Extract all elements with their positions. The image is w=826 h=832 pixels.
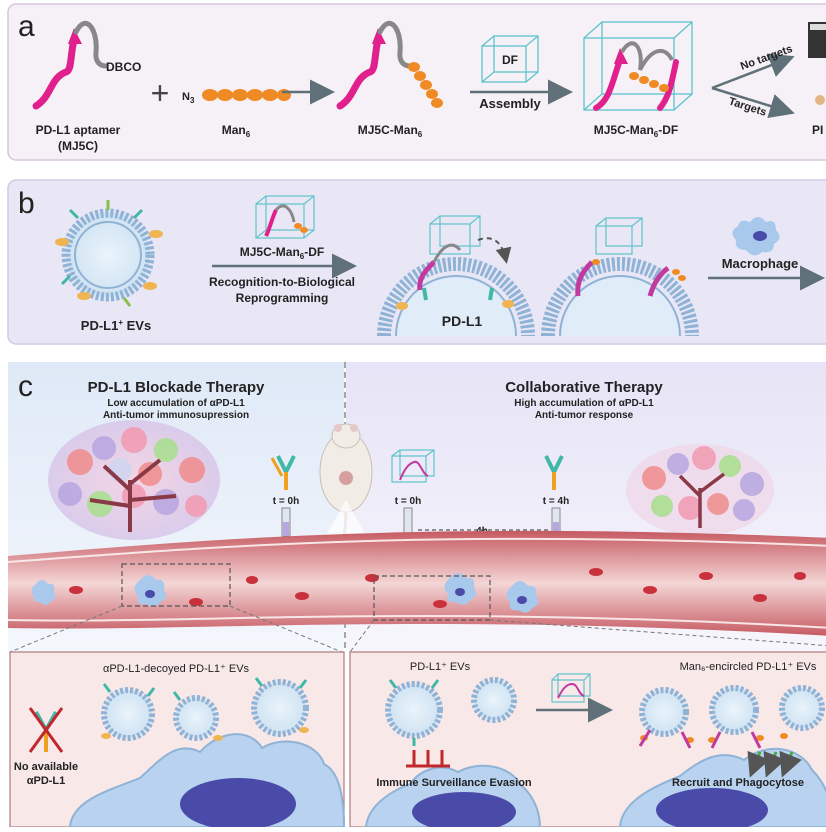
- panel-a: a DBCO PD-L1 aptamer (MJ5C) + N3 Man6 MJ…: [7, 3, 826, 161]
- n3-label: N3: [182, 91, 195, 105]
- evs-label: PD-L1+ EVs: [81, 318, 151, 333]
- antibody-left-icon: [270, 455, 296, 490]
- left-title: PD-L1 Blockade Therapy: [88, 379, 265, 396]
- df-cube-right: [391, 449, 435, 483]
- reagent-cube: [255, 195, 315, 239]
- panel-c-letter: c: [18, 370, 33, 403]
- macrophage-label: Macrophage: [722, 256, 799, 271]
- final-complex-label: MJ5C-Man6-DF: [594, 123, 678, 139]
- panel-c: c PD-L1 Blockade Therapy Low accumulatio…: [7, 362, 826, 653]
- panel-a-letter: a: [18, 10, 35, 43]
- dbco-label: DBCO: [106, 60, 141, 74]
- right-subtitle-1: High accumulation of αPD-L1: [514, 398, 654, 409]
- evs-zoom-label: PD-L1⁺ EVs: [410, 661, 471, 673]
- pdl1-label: PD-L1: [442, 313, 483, 329]
- t4-label: t = 4h: [543, 496, 569, 507]
- zoom-left-panel: αPD-L1-decoyed PD-L1⁺ EVs No available α…: [9, 651, 346, 830]
- reagent-label: MJ5C-Man6-DF: [240, 245, 324, 261]
- t0-left-label: t = 0h: [273, 496, 299, 507]
- blood-vessel: [7, 530, 826, 636]
- mj5c-man6-label: MJ5C-Man6: [358, 123, 423, 139]
- assembly-label: Assembly: [479, 96, 541, 111]
- process-label-1: Recognition-to-Biological: [209, 275, 355, 289]
- membrane-binding-glyph: [377, 215, 535, 337]
- recruit-label: Recruit and Phagocytose: [672, 777, 804, 789]
- tumor-right-glyph: [626, 444, 774, 536]
- zoom-right-panel: PD-L1⁺ EVs Man₆-encircled PD-L1⁺ EVs: [349, 651, 826, 832]
- panel-b: b PD-L1+ EVs MJ5C-Man6-DF Recognition-to…: [7, 179, 826, 345]
- aptamer-glyph: [32, 20, 109, 110]
- aptamer-label-line1: PD-L1 aptamer: [36, 123, 121, 137]
- unavailable-antibody-icon: [28, 707, 64, 753]
- plus-sign: +: [151, 75, 170, 111]
- mj5c-man6-df-glyph: [583, 21, 693, 111]
- left-subtitle-1: Low accumulation of αPD-L1: [107, 398, 245, 409]
- process-label-2: Reprogramming: [236, 291, 329, 305]
- gel-thumbnail: [808, 22, 826, 58]
- man6-label: Man6: [222, 123, 251, 139]
- aptamer-label-line2: (MJ5C): [58, 139, 98, 153]
- no-available-line2: αPD-L1: [27, 775, 66, 787]
- pdl1-ev-glyph: [55, 200, 163, 307]
- cut-label: PI: [812, 123, 823, 137]
- panel-b-letter: b: [18, 187, 35, 220]
- macrophage-icon: [732, 217, 780, 256]
- no-available-line1: No available: [14, 761, 78, 773]
- evasion-label: Immune Surveillance Evasion: [376, 777, 532, 789]
- encircled-label: Man₆-encircled PD-L1⁺ EVs: [680, 661, 817, 673]
- decoy-label: αPD-L1-decoyed PD-L1⁺ EVs: [103, 663, 250, 675]
- right-subtitle-2: Anti-tumor response: [535, 410, 634, 421]
- df-cube: [481, 35, 539, 83]
- left-subtitle-2: Anti-tumor immunosupression: [103, 410, 249, 421]
- mj5c-man6-glyph: [336, 20, 443, 110]
- man6-chain: [202, 89, 291, 101]
- antibody-right-icon: [544, 455, 564, 490]
- t0-mid-label: t = 0h: [395, 496, 421, 507]
- membrane-released-glyph: [541, 217, 699, 337]
- right-title: Collaborative Therapy: [505, 379, 663, 396]
- tumor-left-glyph: [48, 420, 220, 540]
- df-label: DF: [502, 53, 518, 67]
